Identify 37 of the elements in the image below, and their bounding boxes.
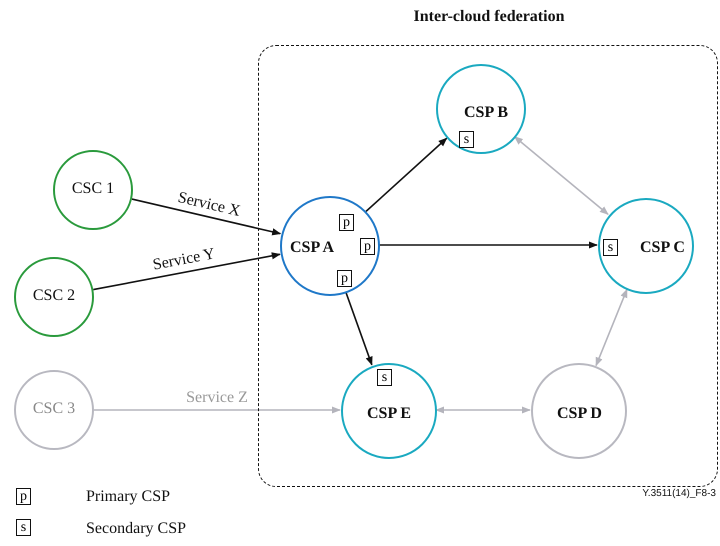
arrow	[93, 252, 281, 290]
arrow	[595, 288, 628, 366]
role-tag: s	[377, 369, 392, 386]
figure-id: Y.3511(14)_F8-3	[641, 488, 716, 499]
legend-sample: p	[16, 488, 31, 505]
arrow	[345, 292, 373, 366]
csp-circle	[436, 64, 526, 154]
csc-circle	[14, 257, 94, 337]
role-tag: p	[339, 214, 354, 231]
arrow	[366, 138, 448, 212]
arrow	[379, 241, 598, 249]
node-label: CSP A	[290, 239, 334, 257]
node-label: CSP B	[464, 104, 508, 122]
node-label: CSP C	[640, 239, 685, 257]
arrow	[94, 406, 341, 414]
role-tag: s	[603, 239, 618, 256]
node-label: CSP D	[557, 405, 602, 423]
role-tag: s	[459, 131, 474, 148]
node-label: CSC 3	[32, 400, 76, 418]
node-label: CSC 2	[32, 287, 76, 305]
csp-circle	[341, 363, 437, 459]
csc-circle	[14, 370, 94, 450]
csp-circle	[598, 198, 694, 294]
arrow	[132, 198, 282, 236]
arrow	[514, 136, 609, 215]
arrow	[435, 406, 531, 414]
node-label: CSC 1	[70, 180, 116, 198]
legend-text: Primary CSP	[86, 488, 170, 506]
group-heading: Inter-cloud federation	[412, 8, 566, 26]
node-label: CSP E	[367, 405, 412, 423]
csp-circle	[280, 196, 380, 296]
role-tag: p	[360, 238, 375, 255]
legend-text: Secondary CSP	[86, 520, 186, 538]
role-tag: p	[337, 270, 352, 287]
legend-sample: s	[16, 519, 31, 536]
csp-circle	[531, 363, 627, 459]
csc-circle	[53, 150, 133, 230]
